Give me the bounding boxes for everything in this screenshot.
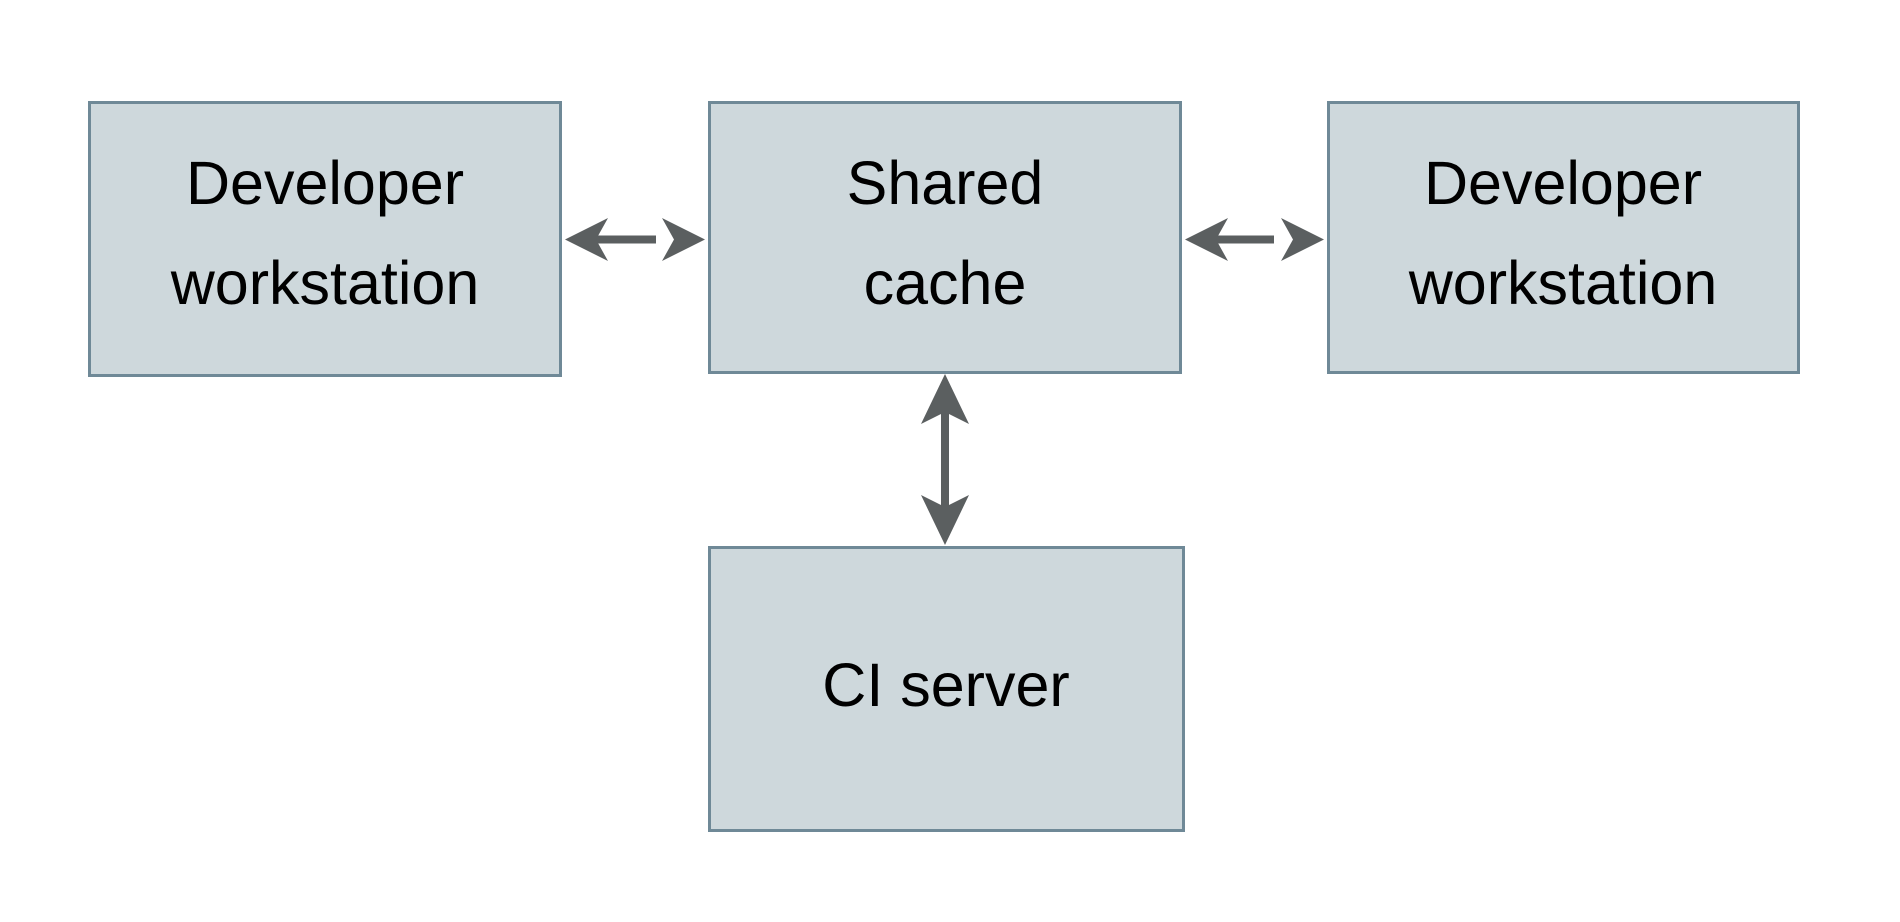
node-label-developer-workstation-left-line2: workstation: [170, 249, 480, 317]
arrowhead-vertical-pointing-down: [921, 495, 969, 545]
node-label-shared-cache-line2: cache: [864, 249, 1027, 317]
node-developer-workstation-left[interactable]: Developer workstation: [88, 101, 562, 377]
node-label-developer-workstation-right-line2: workstation: [1408, 249, 1718, 317]
node-box-shared-cache[interactable]: [708, 101, 1182, 374]
connector-left-workstation-to-cache[interactable]: [565, 218, 705, 261]
arrowhead-right-pointing-left: [1185, 218, 1228, 261]
node-box-developer-workstation-left[interactable]: [88, 101, 562, 377]
connector-cache-to-ci-server[interactable]: [921, 374, 969, 545]
node-label-developer-workstation-right-line1: Developer: [1424, 149, 1702, 217]
arrowhead-vertical-pointing-up: [921, 374, 969, 424]
connector-cache-to-right-workstation[interactable]: [1185, 218, 1324, 261]
node-developer-workstation-right[interactable]: Developer workstation: [1327, 101, 1800, 374]
node-ci-server[interactable]: CI server: [708, 546, 1185, 832]
node-box-developer-workstation-right[interactable]: [1327, 101, 1800, 374]
connector-shaft-right: [1214, 235, 1274, 244]
arrowhead-left-pointing-right: [662, 218, 705, 261]
arrowhead-left-pointing-left: [565, 218, 608, 261]
connector-shaft-vertical: [941, 400, 949, 520]
node-label-developer-workstation-left-line1: Developer: [186, 149, 464, 217]
node-label-shared-cache-line1: Shared: [847, 149, 1044, 217]
node-shared-cache[interactable]: Shared cache: [708, 101, 1182, 374]
node-label-ci-server-line1: CI server: [822, 651, 1069, 719]
node-box-ci-server[interactable]: [708, 546, 1185, 832]
connector-shaft-left: [594, 235, 656, 244]
arrowhead-right-pointing-right: [1281, 218, 1324, 261]
